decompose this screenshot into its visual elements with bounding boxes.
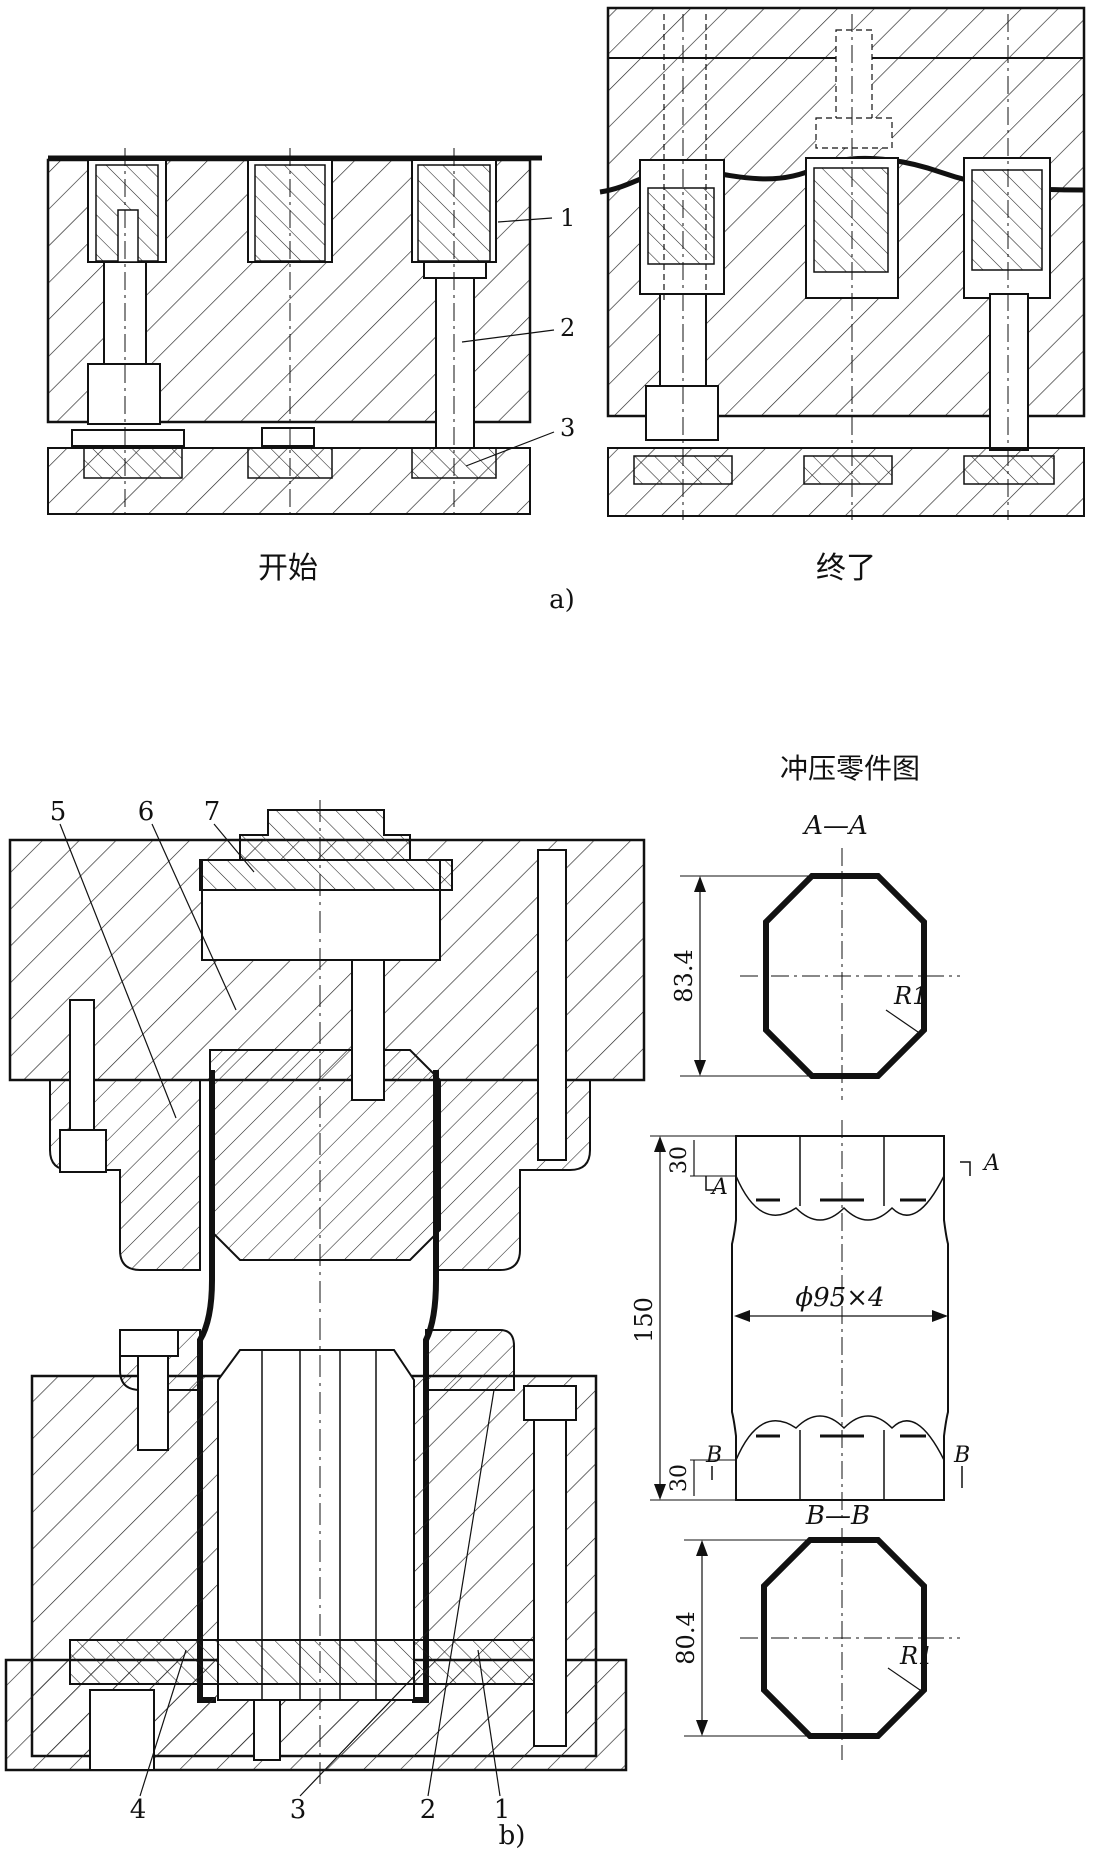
cut-b-right: B (953, 1443, 970, 1468)
label-start: 开始 (258, 551, 318, 586)
callout-b-6: 6 (138, 797, 155, 827)
callout-b-5: 5 (50, 797, 67, 827)
cut-a-left: A (710, 1175, 728, 1200)
figure-b-leaders (59, 823, 501, 1797)
section-aa-label: A—A (802, 811, 868, 841)
section-bb-octagon (684, 1528, 960, 1760)
radius-bb: R1 (899, 1642, 933, 1670)
dim-total-length: 150 (630, 1297, 658, 1343)
section-aa-octagon (680, 848, 960, 1100)
callout-b-3: 3 (290, 1795, 307, 1825)
callout-a-2: 2 (560, 314, 575, 342)
caption-a: a) (549, 585, 575, 615)
callout-b-7: 7 (204, 797, 221, 827)
dim-tube: ϕ95×4 (795, 1283, 884, 1313)
dim-aa-height: 83.4 (670, 949, 698, 1002)
section-bb-label: B—B (805, 1501, 870, 1531)
dim-bb-height: 80.4 (672, 1611, 700, 1664)
figure-a-leaders (461, 217, 555, 467)
caption-b: b) (499, 1821, 526, 1851)
figure-a-start (46, 148, 542, 520)
label-end: 终了 (816, 551, 876, 586)
dim-top-band: 30 (667, 1146, 692, 1174)
dim-bottom-band: 30 (667, 1464, 692, 1492)
figure-b-die (4, 800, 646, 1790)
radius-aa: R1 (893, 982, 927, 1010)
cut-b-left: B (705, 1443, 722, 1468)
part-drawing-title: 冲压零件图 (780, 752, 920, 785)
part-side-view (650, 1120, 971, 1520)
callout-a-1: 1 (560, 204, 575, 232)
callout-b-4: 4 (130, 1795, 147, 1825)
callout-b-1: 1 (494, 1795, 511, 1825)
cut-a-right: A (982, 1151, 1000, 1176)
callout-a-3: 3 (560, 414, 575, 442)
callout-b-2: 2 (420, 1795, 437, 1825)
figure-a-end (599, 6, 1086, 520)
